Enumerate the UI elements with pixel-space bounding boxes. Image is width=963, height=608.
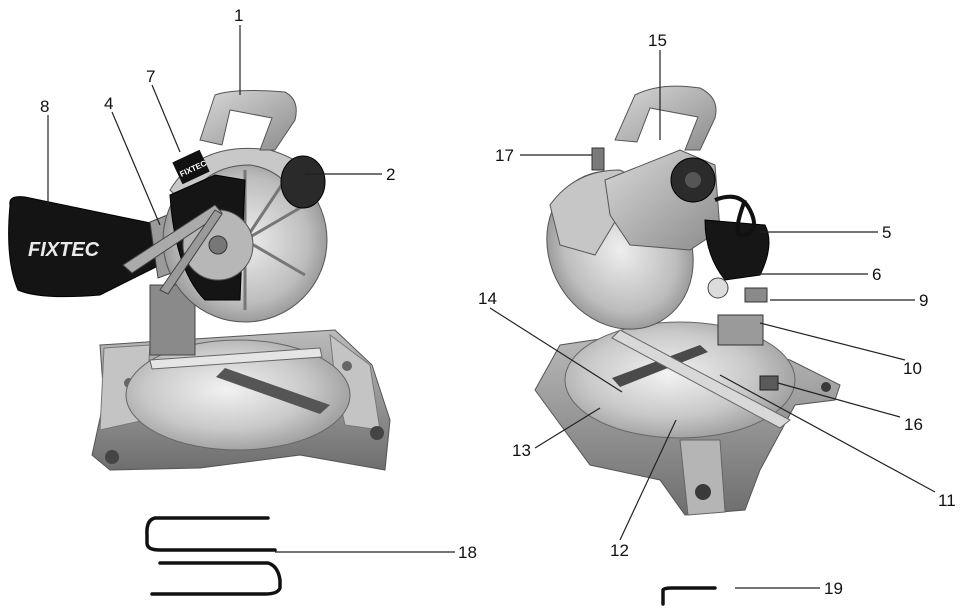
hex-key-small [663,588,715,604]
left-saw-handle [200,91,296,150]
left-saw-illustration: FIXTEC FIXTEC [9,91,390,470]
right-saw-lock-lever [745,288,767,302]
right-saw-front-leg [680,440,725,515]
right-saw-work-clamp [592,148,604,170]
callout-2: 2 [386,165,395,184]
left-saw-foot-hole [370,426,384,440]
leader-4 [112,112,160,225]
callout-4: 4 [104,94,113,113]
right-saw-foot-hole [821,382,831,392]
callout-7: 7 [146,67,155,86]
leader-7 [152,85,180,152]
callout-11: 11 [938,491,956,510]
left-saw-foot-hole [342,361,352,371]
left-saw-arbor-bolt [209,236,227,254]
callout-1: 1 [234,6,243,25]
callout-19: 19 [824,579,843,598]
right-saw-foot-hole [695,484,711,500]
callout-14: 14 [478,289,497,308]
callout-12: 12 [610,541,629,560]
hex-wrench-lower [152,563,280,594]
callout-5: 5 [882,223,891,242]
callout-13: 13 [512,441,531,460]
callout-10: 10 [903,359,922,378]
right-saw-bevel-scale [718,315,763,345]
right-saw-handle [615,86,716,150]
callout-9: 9 [919,291,928,310]
callout-6: 6 [872,265,881,284]
dust-bag-brand: FIXTEC [28,239,100,261]
hex-wrench-upper [147,518,275,550]
callout-8: 8 [40,97,49,116]
callout-16: 16 [904,415,923,434]
right-saw-fan-hub [685,172,701,188]
right-saw-miter-knob [760,376,778,390]
left-saw-foot-hole [105,450,119,464]
hex-wrench-set [147,518,280,594]
callout-15: 15 [648,31,667,50]
callout-18: 18 [458,543,477,562]
left-saw-motor [281,156,325,208]
right-saw-bevel-knob [708,278,728,298]
callout-17: 17 [495,146,514,165]
